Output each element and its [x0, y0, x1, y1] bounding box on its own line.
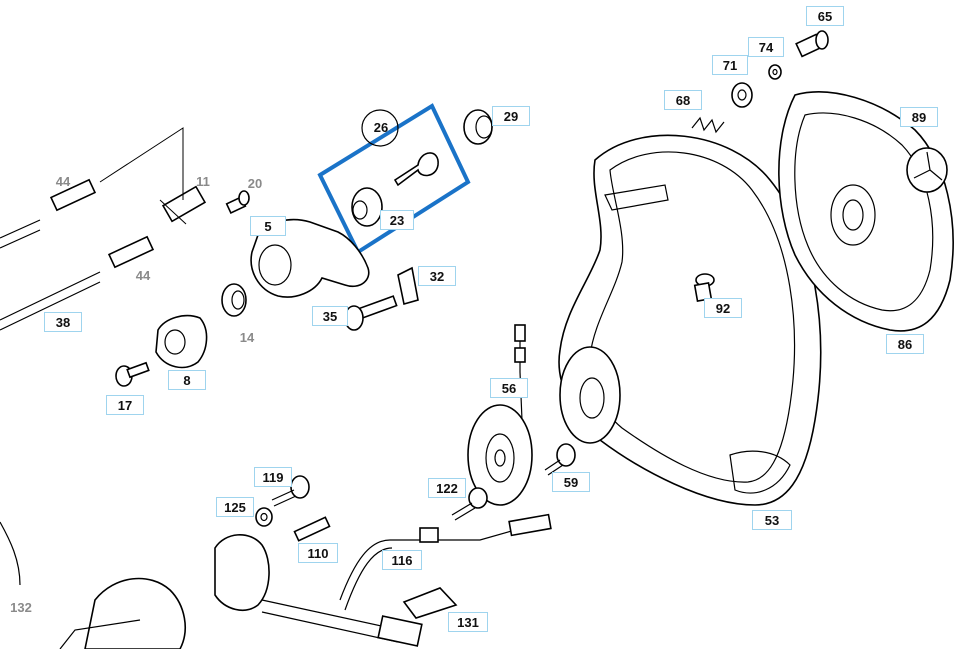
- washer-74[interactable]: [768, 64, 782, 80]
- callout-14[interactable]: 14: [239, 330, 255, 345]
- combination-switch-part[interactable]: [214, 534, 423, 647]
- callout-59[interactable]: 59: [552, 472, 590, 492]
- connector-56[interactable]: [514, 324, 526, 421]
- spring-68[interactable]: [691, 116, 725, 134]
- callout-86[interactable]: 86: [886, 334, 924, 354]
- callout-5[interactable]: 5: [250, 216, 286, 236]
- contact-ring-part[interactable]: [467, 404, 533, 506]
- callout-119[interactable]: 119: [254, 467, 292, 487]
- column-tube-132[interactable]: [0, 521, 186, 649]
- rod-38[interactable]: [0, 219, 101, 331]
- callout-56[interactable]: 56: [490, 378, 528, 398]
- callout-44-lower[interactable]: 44: [135, 268, 151, 283]
- callout-32[interactable]: 32: [418, 266, 456, 286]
- callout-92[interactable]: 92: [704, 298, 742, 318]
- washer-125[interactable]: [255, 507, 273, 527]
- lock-cylinder-23[interactable]: [351, 187, 383, 227]
- callout-89[interactable]: 89: [900, 107, 938, 127]
- callout-35[interactable]: 35: [312, 306, 348, 326]
- screw-92[interactable]: [693, 273, 715, 303]
- ring-14[interactable]: [221, 283, 247, 317]
- screw-17[interactable]: [115, 361, 150, 387]
- cable-116[interactable]: [339, 513, 552, 611]
- steering-wheel-part[interactable]: [558, 134, 822, 506]
- screw-110[interactable]: [293, 516, 331, 542]
- bolt-35[interactable]: [344, 295, 398, 331]
- screw-65[interactable]: [795, 30, 829, 58]
- callout-44-top[interactable]: 44: [55, 174, 71, 189]
- callout-11[interactable]: 11: [196, 174, 210, 189]
- callout-110[interactable]: 110: [298, 543, 338, 563]
- callout-71[interactable]: 71: [712, 55, 748, 75]
- cover-131[interactable]: [402, 587, 458, 619]
- callout-53[interactable]: 53: [752, 510, 792, 530]
- screw-20[interactable]: [225, 190, 250, 214]
- clip-32[interactable]: [397, 266, 419, 306]
- callout-23[interactable]: 23: [380, 210, 414, 230]
- airbag-cover-part[interactable]: [778, 91, 954, 332]
- leader-11: [99, 127, 184, 200]
- callout-68[interactable]: 68: [664, 90, 702, 110]
- callout-20[interactable]: 20: [247, 176, 263, 191]
- callout-74[interactable]: 74: [748, 37, 784, 57]
- screw-59[interactable]: [544, 443, 576, 476]
- callout-38[interactable]: 38: [44, 312, 82, 332]
- callout-116[interactable]: 116: [382, 550, 422, 570]
- callout-29[interactable]: 29: [492, 106, 530, 126]
- bolt-122[interactable]: [451, 487, 488, 521]
- highlight-box: [317, 103, 471, 255]
- lock-housing-part[interactable]: [250, 218, 370, 298]
- callout-132[interactable]: 132: [10, 600, 32, 615]
- callout-26[interactable]: 26: [373, 120, 389, 135]
- callout-131[interactable]: 131: [448, 612, 488, 632]
- bolt-119[interactable]: [271, 475, 310, 507]
- callout-125[interactable]: 125: [216, 497, 254, 517]
- nut-71[interactable]: [731, 82, 753, 108]
- callout-8[interactable]: 8: [168, 370, 206, 390]
- switch-11[interactable]: [159, 185, 207, 225]
- bracket-8[interactable]: [155, 314, 208, 369]
- emblem-star-part[interactable]: [906, 147, 948, 193]
- callout-122[interactable]: 122: [428, 478, 466, 498]
- pin-44-lower[interactable]: [107, 235, 155, 269]
- callout-circle-26: [361, 109, 399, 147]
- key-part[interactable]: [393, 152, 439, 187]
- callout-65[interactable]: 65: [806, 6, 844, 26]
- callout-17[interactable]: 17: [106, 395, 144, 415]
- pin-44-top[interactable]: [49, 178, 97, 212]
- bushing-29[interactable]: [463, 109, 493, 145]
